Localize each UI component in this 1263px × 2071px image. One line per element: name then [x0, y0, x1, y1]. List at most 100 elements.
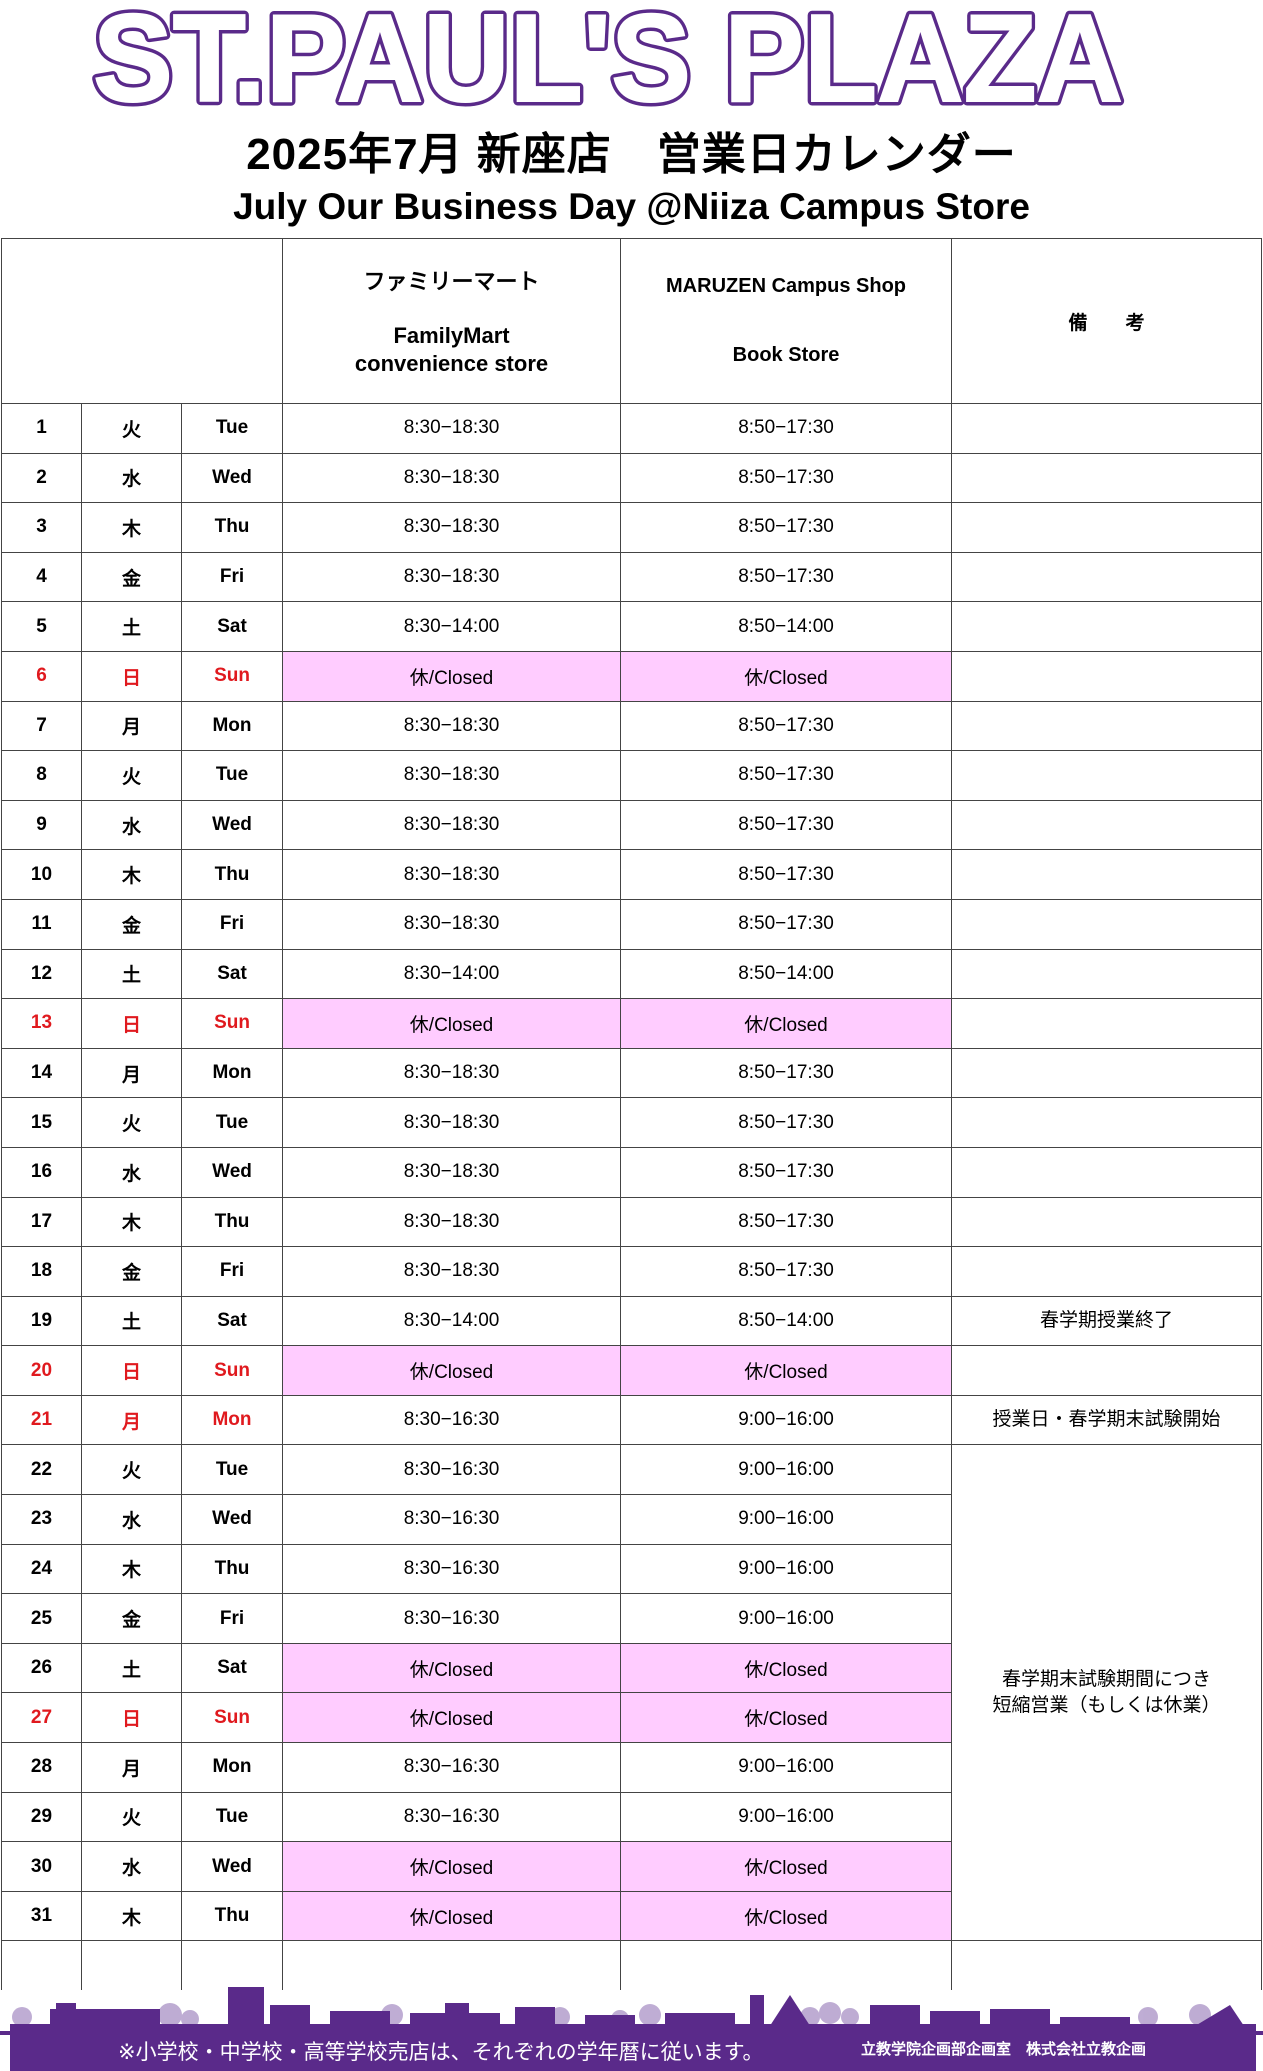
familymart-hours: 休/Closed	[282, 1841, 622, 1892]
day-number: 8	[1, 750, 82, 801]
familymart-hours: 8:30−18:30	[282, 849, 622, 900]
familymart-hours: 8:30−14:00	[282, 948, 622, 1000]
note-cell: 春学期授業終了	[951, 1295, 1263, 1347]
weekday-en: Sat	[180, 948, 284, 1000]
weekday-en: Sat	[180, 1295, 284, 1347]
familymart-hours: 8:30−18:30	[282, 700, 622, 752]
maruzen-hours: 8:50−17:30	[620, 502, 953, 553]
maruzen-hours: 8:50−17:30	[620, 898, 953, 950]
maruzen-hours: 休/Closed	[620, 998, 953, 1049]
day-number: 23	[1, 1494, 82, 1545]
maruzen-hours: 8:50−17:30	[620, 1196, 953, 1248]
weekday-jp: 月	[81, 1394, 182, 1446]
weekday-jp: 火	[81, 1097, 182, 1148]
note-cell	[951, 1345, 1263, 1396]
weekday-jp: 水	[81, 1146, 182, 1198]
weekday-jp: 日	[81, 650, 182, 702]
familymart-en-label-2: convenience store	[354, 351, 549, 376]
header-maruzen: MARUZEN Campus Shop Book Store	[620, 238, 953, 404]
weekday-en: Thu	[180, 1890, 284, 1942]
weekday-jp: 土	[81, 948, 182, 1000]
header-notes: 備 考	[951, 238, 1263, 404]
weekday-jp: 火	[81, 1444, 182, 1496]
filler-cell	[282, 1940, 622, 1990]
weekday-en: Tue	[180, 1791, 284, 1843]
weekday-jp: 水	[81, 1841, 182, 1892]
st-pauls-plaza-logo: ST.PAUL'S PLAZA ST.PAUL'S PLAZA	[89, 0, 1128, 115]
weekday-en: Mon	[180, 1742, 284, 1793]
weekday-en: Sat	[180, 1642, 284, 1694]
day-number: 15	[1, 1097, 82, 1148]
day-number: 26	[1, 1642, 82, 1694]
weekday-jp: 木	[81, 1196, 182, 1248]
familymart-hours: 8:30−14:00	[282, 601, 622, 652]
day-number: 11	[1, 898, 82, 950]
weekday-jp: 木	[81, 502, 182, 553]
weekday-en: Wed	[180, 1841, 284, 1892]
familymart-hours: 休/Closed	[282, 1642, 622, 1694]
note-cell	[951, 650, 1263, 702]
maruzen-hours: 8:50−17:30	[620, 452, 953, 504]
note-cell	[951, 1246, 1263, 1297]
maruzen-hours: 8:50−17:30	[620, 849, 953, 900]
filler-cell	[620, 1940, 953, 1990]
maruzen-hours: 9:00−16:00	[620, 1394, 953, 1446]
day-number: 17	[1, 1196, 82, 1248]
bookstore-label: Book Store	[732, 344, 840, 366]
maruzen-hours: 休/Closed	[620, 1890, 953, 1942]
weekday-en: Sun	[180, 1345, 284, 1396]
weekday-jp: 月	[81, 700, 182, 752]
maruzen-hours: 休/Closed	[620, 1345, 953, 1396]
maruzen-hours: 8:50−17:30	[620, 1146, 953, 1198]
familymart-jp-label: ファミリーマート	[363, 269, 540, 294]
familymart-hours: 8:30−18:30	[282, 799, 622, 851]
familymart-hours: 8:30−18:30	[282, 750, 622, 801]
footer-notice: ※小学校・中学校・高等学校売店は、それぞれの学年暦に従います。	[118, 2041, 764, 2064]
weekday-en: Sun	[180, 1692, 284, 1744]
weekday-en: Sun	[180, 998, 284, 1049]
filler-row	[1, 1940, 1263, 1990]
weekday-en: Wed	[180, 799, 284, 851]
familymart-hours: 8:30−18:30	[282, 452, 622, 504]
note-cell	[951, 1146, 1263, 1198]
exam-note-line-2: 短縮営業（もしくは休業）	[992, 1694, 1221, 1716]
weekday-jp: 金	[81, 1593, 182, 1644]
maruzen-hours: 8:50−17:30	[620, 1246, 953, 1297]
familymart-hours: 休/Closed	[282, 1890, 622, 1942]
svg-text:ST.PAUL'S PLAZA: ST.PAUL'S PLAZA	[93, 0, 1123, 115]
maruzen-hours: 9:00−16:00	[620, 1791, 953, 1843]
maruzen-hours: 9:00−16:00	[620, 1742, 953, 1793]
weekday-en: Tue	[180, 1097, 284, 1148]
maruzen-hours: 8:50−17:30	[620, 750, 953, 801]
maruzen-hours: 9:00−16:00	[620, 1494, 953, 1545]
weekday-jp: 水	[81, 452, 182, 504]
note-cell	[951, 1047, 1263, 1099]
day-number: 27	[1, 1692, 82, 1744]
exam-note-line-1: 春学期末試験期間につき	[1002, 1668, 1212, 1690]
maruzen-hours: 8:50−14:00	[620, 1295, 953, 1347]
note-cell	[951, 700, 1263, 752]
maruzen-hours: 8:50−14:00	[620, 948, 953, 1000]
day-number: 1	[1, 403, 82, 454]
weekday-en: Mon	[180, 700, 284, 752]
weekday-jp: 火	[81, 750, 182, 801]
note-cell	[951, 948, 1263, 1000]
